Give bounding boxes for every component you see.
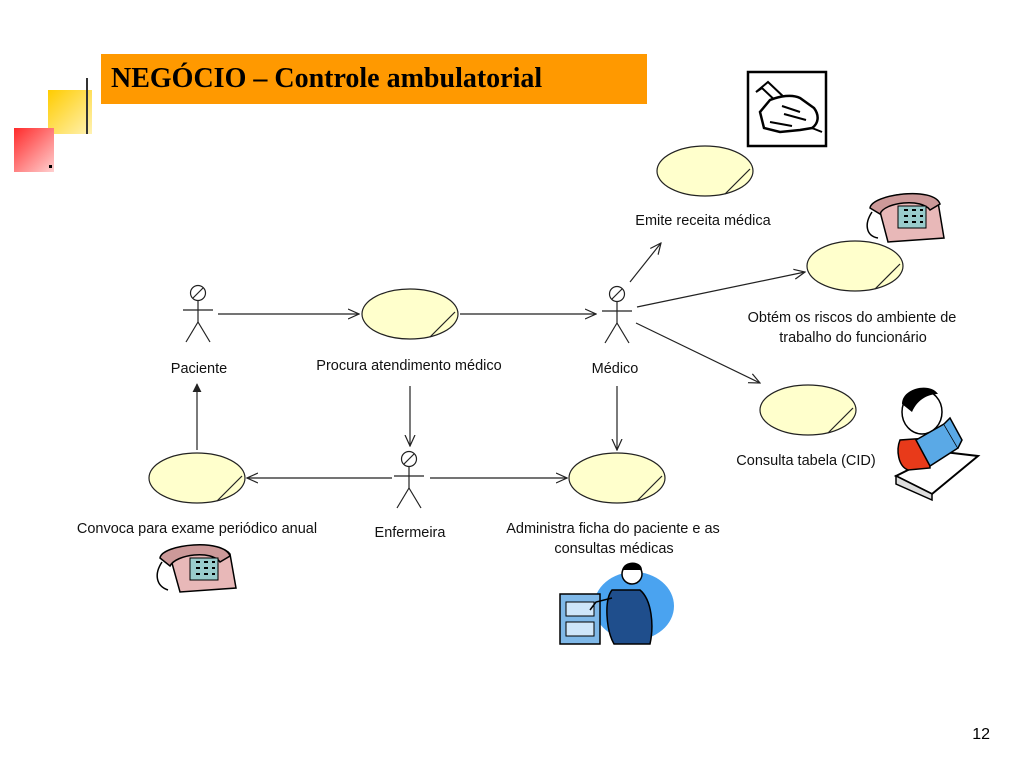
use-case-label-obtem-line1: Obtém os riscos do ambiente de [748,310,957,326]
use-case-convoca [148,452,246,504]
page-number: 12 [972,726,990,743]
actor-label-medico: Médico [592,361,639,377]
title-box: NEGÓCIO – Controle ambulatorial [101,54,647,104]
use-case-label-consulta: Consulta tabela (CID) [736,453,875,469]
actor-enfermeira [394,450,424,509]
use-case-label-obtem-line2: trabalho do funcionário [779,330,927,346]
use-case-emite [656,145,754,197]
actor-medico [602,285,632,344]
deco-red-square [14,128,54,172]
use-case-consulta [759,384,857,436]
arrow-medico-consulta [635,322,760,383]
person-reading-icon [893,387,981,502]
actor-label-paciente: Paciente [171,361,227,377]
use-case-label-administra-line2: consultas médicas [554,541,673,557]
filing-clerk-icon [559,562,674,645]
telephone-icon [866,192,945,243]
deco-vertical-line [86,78,88,134]
use-case-label-convoca: Convoca para exame periódico anual [77,521,317,537]
slide-title: NEGÓCIO – Controle ambulatorial [111,63,543,94]
telephone-icon [156,544,237,593]
actor-label-enfermeira: Enfermeira [375,525,447,541]
use-case-administra [568,452,666,504]
arrow-medico-emite [629,243,661,283]
actor-paciente [183,284,213,343]
use-case-label-emite: Emite receita médica [635,213,771,229]
writing-hand-icon [746,70,828,148]
deco-dot [49,165,52,168]
deco-yellow-square [48,90,92,134]
arrow-medico-obtem [636,272,805,308]
use-case-label-procura: Procura atendimento médico [316,358,501,374]
use-case-procura [361,288,459,340]
use-case-label-administra-line1: Administra ficha do paciente e as [506,521,720,537]
use-case-obtem [806,240,904,292]
